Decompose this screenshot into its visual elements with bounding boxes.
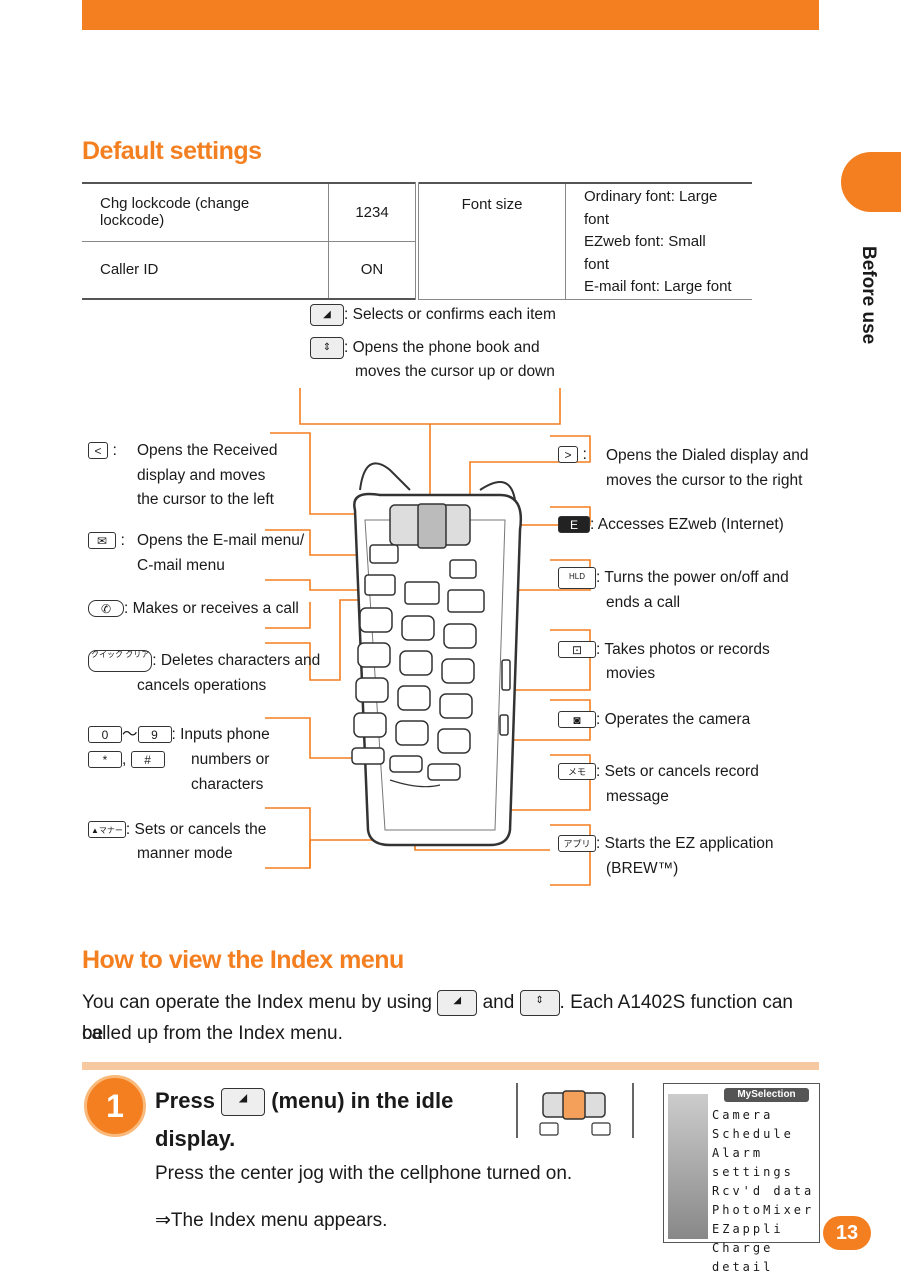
manner-key-icon: ▲マナー [88, 821, 126, 839]
jog-updown-icon: ⇕ [519, 989, 560, 1016]
side-key-icon: ⊡ [558, 641, 596, 659]
step-divider-bar [82, 1062, 819, 1070]
menu-screen-header: MySelection [724, 1088, 809, 1102]
clear-key-icon: クイック クリア [88, 649, 153, 672]
memo-key-icon: メモ [558, 763, 596, 781]
menu-item[interactable]: Rcv'd data [712, 1184, 815, 1198]
clear-key-description-line2: cancels operations [137, 677, 267, 694]
index-menu-intro-line2: called up from the Index menu. [82, 1023, 343, 1044]
ez-key-description: E: Accesses EZweb (Internet) [558, 513, 784, 538]
memo-key-line2: message [606, 788, 669, 805]
jog-press-icon: ◢ [437, 989, 478, 1016]
menu-icons-strip [668, 1094, 708, 1239]
side-tab [841, 152, 901, 212]
setting-label: Caller ID [82, 241, 329, 300]
table-row: Chg lockcode (change lockcode) 1234 Font… [82, 182, 752, 300]
section-title-index-menu: How to view the Index menu [82, 946, 404, 974]
app-key-line2: (BREW™) [606, 860, 679, 877]
key-0-icon: 0 [88, 726, 122, 744]
number-keys-description: 0〜9: Inputs phone [88, 723, 270, 748]
manner-key-description: ▲マナー: Sets or cancels the [88, 818, 266, 843]
right-key-icon: > : [558, 446, 587, 464]
app-key-icon: アプリ [558, 835, 596, 853]
ez-key-icon: E [558, 516, 590, 534]
step-title-line2: display. [155, 1126, 236, 1151]
step-result: ⇒The Index menu appears. [155, 1210, 388, 1231]
jog-updown-label-line2: moves the cursor up or down [355, 363, 555, 380]
call-icon: ✆ [88, 600, 124, 618]
font-size-values: Ordinary font: Large font EZweb font: Sm… [565, 182, 752, 300]
section-title-default-settings: Default settings [82, 137, 262, 165]
table-row: Caller ID ON [82, 241, 752, 300]
power-key-description: HLD: Turns the power on/off and [558, 566, 789, 591]
power-key-icon: HLD [558, 566, 596, 589]
side-key-description: ⊡: Takes photos or records [558, 638, 770, 663]
setting-value: ON [328, 241, 417, 300]
menu-item[interactable]: EZappli [712, 1222, 784, 1236]
call-key-description: ✆: Makes or receives a call [88, 597, 299, 622]
menu-item[interactable]: Alarm settings [712, 1146, 794, 1179]
menu-item[interactable]: PhotoMixer [712, 1203, 815, 1217]
memo-key-description: メモ: Sets or cancels record [558, 760, 759, 785]
power-key-line2: ends a call [606, 594, 681, 611]
jog-updown-label: ⇕: Opens the phone book and [310, 336, 540, 361]
default-settings-table: Chg lockcode (change lockcode) 1234 Font… [82, 182, 752, 300]
menu-item[interactable]: Charge detail [712, 1241, 774, 1274]
font-size-line: EZweb font: Small font [584, 233, 706, 273]
star-key-icon: * [88, 751, 122, 769]
left-key-icon: < : [88, 442, 117, 460]
font-size-label: Font size [415, 182, 566, 300]
side-key-line2: movies [606, 665, 656, 682]
jog-keypad-illustration [516, 1083, 634, 1138]
star-hash-keys: *, # [88, 748, 165, 773]
step-number-badge: 1 [84, 1075, 146, 1137]
font-size-line: E-mail font: Large font [584, 278, 732, 295]
camera-icon: ◙ [558, 711, 596, 729]
mail-key-description: Opens the E-mail menu/C-mail menu [137, 532, 305, 574]
hash-key-icon: # [130, 751, 165, 769]
camera-key-description: ◙: Operates the camera [558, 708, 750, 733]
step-title: Press ◢ (menu) in the idle [155, 1082, 453, 1120]
clear-key-description: クイック クリア: Deletes characters and [88, 649, 320, 674]
font-size-line: Ordinary font: Large font [584, 188, 718, 228]
app-key-description: アプリ: Starts the EZ application [558, 832, 773, 857]
mail-key-icon: ✉ : [88, 532, 125, 550]
index-menu-screen: MySelection Camera Schedule Alarm settin… [663, 1083, 820, 1274]
setting-label: Chg lockcode (change lockcode) [82, 182, 329, 242]
setting-value: 1234 [328, 182, 417, 242]
step-description: Press the center jog with the cellphone … [155, 1163, 573, 1184]
jog-updown-icon: ⇕ [310, 336, 344, 359]
menu-item[interactable]: Schedule [712, 1127, 794, 1141]
jog-select-label: ◢: Selects or confirms each item [310, 303, 556, 328]
page-number: 13 [823, 1216, 871, 1250]
jog-press-icon: ◢ [221, 1088, 266, 1117]
index-menu-intro: You can operate the Index menu by using … [82, 987, 819, 1049]
jog-press-icon: ◢ [310, 303, 344, 326]
top-accent-bar [82, 0, 819, 30]
menu-item[interactable]: Camera [712, 1108, 774, 1122]
manner-key-line2: manner mode [137, 845, 233, 862]
key-9-icon: 9 [137, 726, 172, 744]
phone-illustration [351, 462, 523, 847]
